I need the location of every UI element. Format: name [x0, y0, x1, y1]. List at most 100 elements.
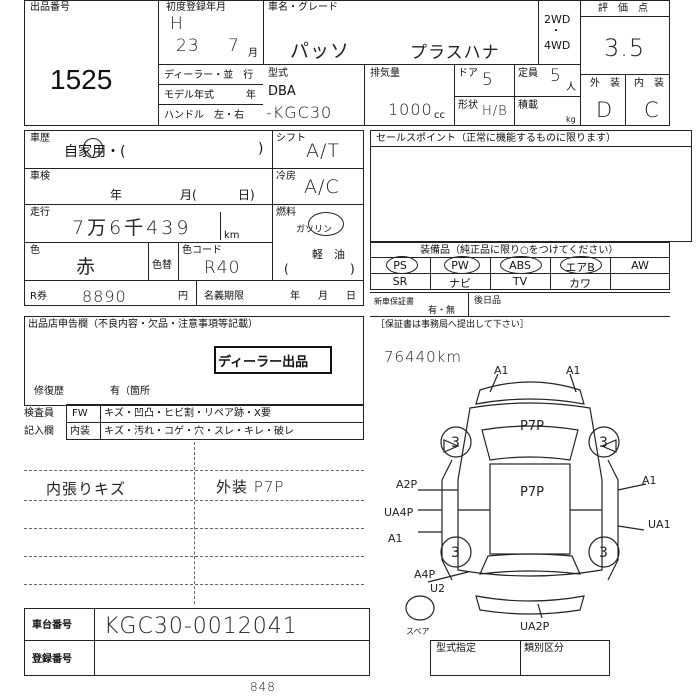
inspection-month: 月( — [180, 188, 197, 202]
model-type-code: -KGC30 — [266, 103, 333, 122]
history-label: 車歴 — [30, 133, 50, 144]
fuel-paren-close: ) — [350, 262, 355, 276]
divider — [364, 64, 365, 126]
registration-era: H — [170, 14, 184, 34]
divider — [610, 257, 611, 290]
damage-label: A4P — [414, 568, 436, 581]
sales-point-label: セールスポイント（正常に機能するものに限ります） — [376, 133, 616, 144]
ac-label: 冷房 — [276, 171, 296, 182]
divider — [625, 74, 626, 126]
capacity-value: 5 — [550, 66, 562, 86]
mileage-value: 7万6千439 — [72, 217, 192, 239]
divider — [24, 168, 364, 169]
warranty-value: 有・無 — [428, 306, 456, 316]
inspector-fw-label: FW — [72, 408, 88, 419]
lot-number: 1525 — [50, 64, 113, 95]
equipment-airbag-circle — [560, 256, 602, 274]
repair-label: 修復歴 — [34, 386, 64, 397]
divider — [454, 64, 455, 126]
warranty-note: ［保証書は事務局へ提出して下さい］ — [376, 320, 529, 330]
bed-label: 後日品 — [474, 296, 502, 306]
displacement-value: 1000 — [388, 100, 433, 119]
equipment-tv: TV — [512, 275, 528, 288]
shape-label: 形状 — [458, 100, 478, 111]
term-month: 月 — [318, 291, 328, 302]
inspection-year: 年 — [110, 188, 123, 202]
divider — [148, 242, 149, 280]
term-year: 年 — [290, 291, 300, 302]
chassis-value: KGC30-0012041 — [104, 614, 298, 639]
divider — [272, 130, 273, 280]
reg-number-label: 登録番号 — [32, 654, 72, 665]
inspector-label-1: 検査員 — [24, 408, 54, 419]
color-code-value: R40 — [204, 258, 241, 278]
score-value: 3.5 — [604, 34, 646, 62]
vehicle-info-frame — [24, 130, 364, 306]
wheel-score-fl: 3 — [451, 435, 460, 451]
divider — [370, 292, 670, 293]
divider — [196, 280, 197, 306]
drive-dot: ・ — [551, 26, 561, 37]
recycle-value: 8890 — [82, 287, 127, 306]
car-label: 車名・グレード — [268, 2, 338, 13]
damage-label: P7P — [520, 485, 544, 500]
term-label: 名義期限 — [204, 291, 244, 302]
divider — [263, 0, 264, 64]
divider — [158, 84, 263, 85]
interior-label: 内 装 — [634, 78, 664, 89]
divider — [220, 212, 221, 240]
score-label: 評 価 点 — [598, 3, 648, 14]
divider — [454, 96, 580, 97]
fuel-label: 燃料 — [276, 207, 296, 218]
divider — [24, 280, 364, 281]
header-frame — [24, 0, 670, 126]
color-code-label: 色コード — [182, 245, 222, 256]
equipment-aw: AW — [631, 259, 649, 272]
wheel-score-rl: 3 — [451, 545, 460, 561]
car-diagram: 3 3 3 3 A1 A1 P7P P7P A2P UA4P A1 A1 UA1… — [384, 364, 671, 635]
load-label: 積載 — [518, 100, 538, 111]
declaration-frame — [24, 316, 364, 406]
car-name: パッソ — [290, 40, 351, 62]
lot-label: 出品番号 — [30, 2, 70, 13]
doors-value: 5 — [482, 70, 494, 90]
type-designation-label: 型式指定 — [436, 643, 476, 654]
fuel-diesel: 軽 油 — [312, 248, 345, 261]
divider — [66, 422, 364, 423]
model-year-unit: 年 — [246, 90, 256, 101]
dealer-stamp-text: ディーラー出品 — [218, 355, 309, 370]
damage-label: A1 — [388, 532, 403, 545]
mileage-unit: km — [224, 230, 240, 241]
doors-label: ドア — [458, 68, 478, 79]
registration-month: 7 — [228, 36, 240, 56]
divider — [24, 640, 370, 641]
equipment-frame — [370, 242, 670, 290]
divider — [580, 0, 581, 126]
model-year-label: モデル年式 — [164, 90, 214, 101]
model-type-prefix: DBA — [268, 84, 296, 99]
mileage-label: 走行 — [30, 207, 50, 218]
history-circle-mark — [83, 138, 103, 158]
color-swap-label: 色替 — [152, 260, 172, 271]
chassis-frame — [24, 608, 370, 676]
wheel-score-rr: 3 — [599, 545, 608, 561]
damage-label: U2 — [430, 582, 445, 595]
car-grade: プラスハナ — [410, 43, 500, 63]
equipment-label: 装備品（純正品に限り○をつけてください） — [420, 245, 619, 256]
shift-value: A/T — [306, 140, 341, 162]
registration-year: 23 — [176, 36, 200, 56]
divider — [194, 442, 195, 604]
divider — [468, 292, 469, 316]
damage-label: A1 — [642, 474, 657, 487]
divider — [158, 64, 580, 65]
damage-label: P7P — [520, 419, 544, 434]
divider — [100, 404, 101, 440]
equipment-abs-circle — [500, 256, 542, 274]
damage-label: A2P — [396, 478, 418, 491]
drive-4wd: 4WD — [544, 39, 571, 52]
inspection-day: 日) — [238, 188, 255, 202]
footer-mark: 848 — [250, 680, 276, 694]
capacity-unit: 人 — [566, 82, 576, 93]
registration-label: 初度登録年月 — [166, 2, 226, 13]
divider — [514, 64, 515, 126]
